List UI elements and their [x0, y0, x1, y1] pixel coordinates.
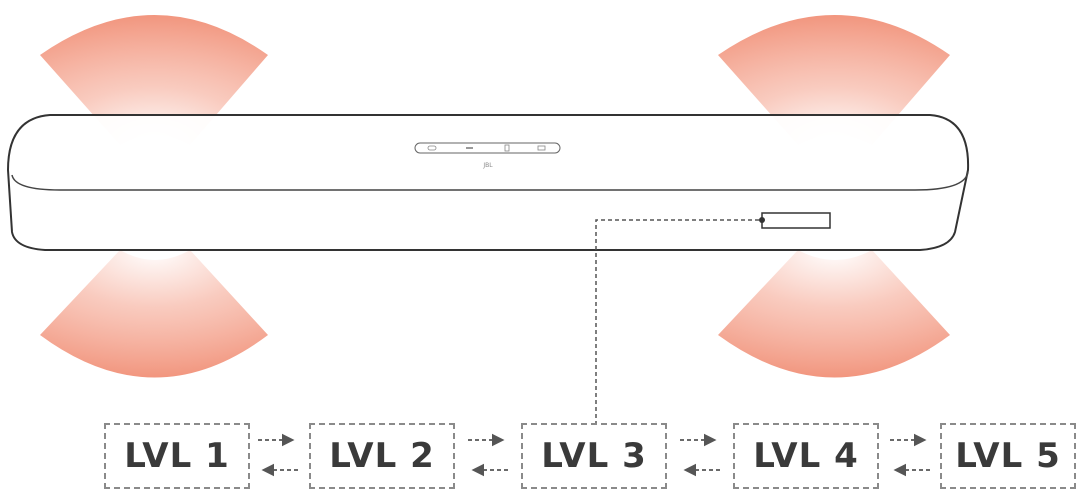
level-3-label: LVL 3	[541, 436, 646, 476]
level-3-box: LVL 3	[521, 423, 667, 489]
control-strip	[415, 143, 560, 153]
level-2-box: LVL 2	[309, 423, 455, 489]
level-indicator-display	[762, 213, 830, 228]
sound-wave-bottom-left	[40, 250, 268, 378]
level-2-label: LVL 2	[329, 436, 434, 476]
level-1-label: LVL 1	[124, 436, 229, 476]
level-1-box: LVL 1	[104, 423, 250, 489]
level-5-label: LVL 5	[955, 436, 1060, 476]
sound-wave-bottom-right	[718, 250, 950, 378]
level-5-box: LVL 5	[940, 423, 1076, 489]
volume-down-icon	[466, 147, 473, 149]
soundbar: JBL	[8, 115, 968, 250]
level-4-box: LVL 4	[733, 423, 879, 489]
indicator-dot	[759, 217, 765, 223]
level-4-label: LVL 4	[753, 436, 858, 476]
brand-logo: JBL	[482, 162, 493, 169]
